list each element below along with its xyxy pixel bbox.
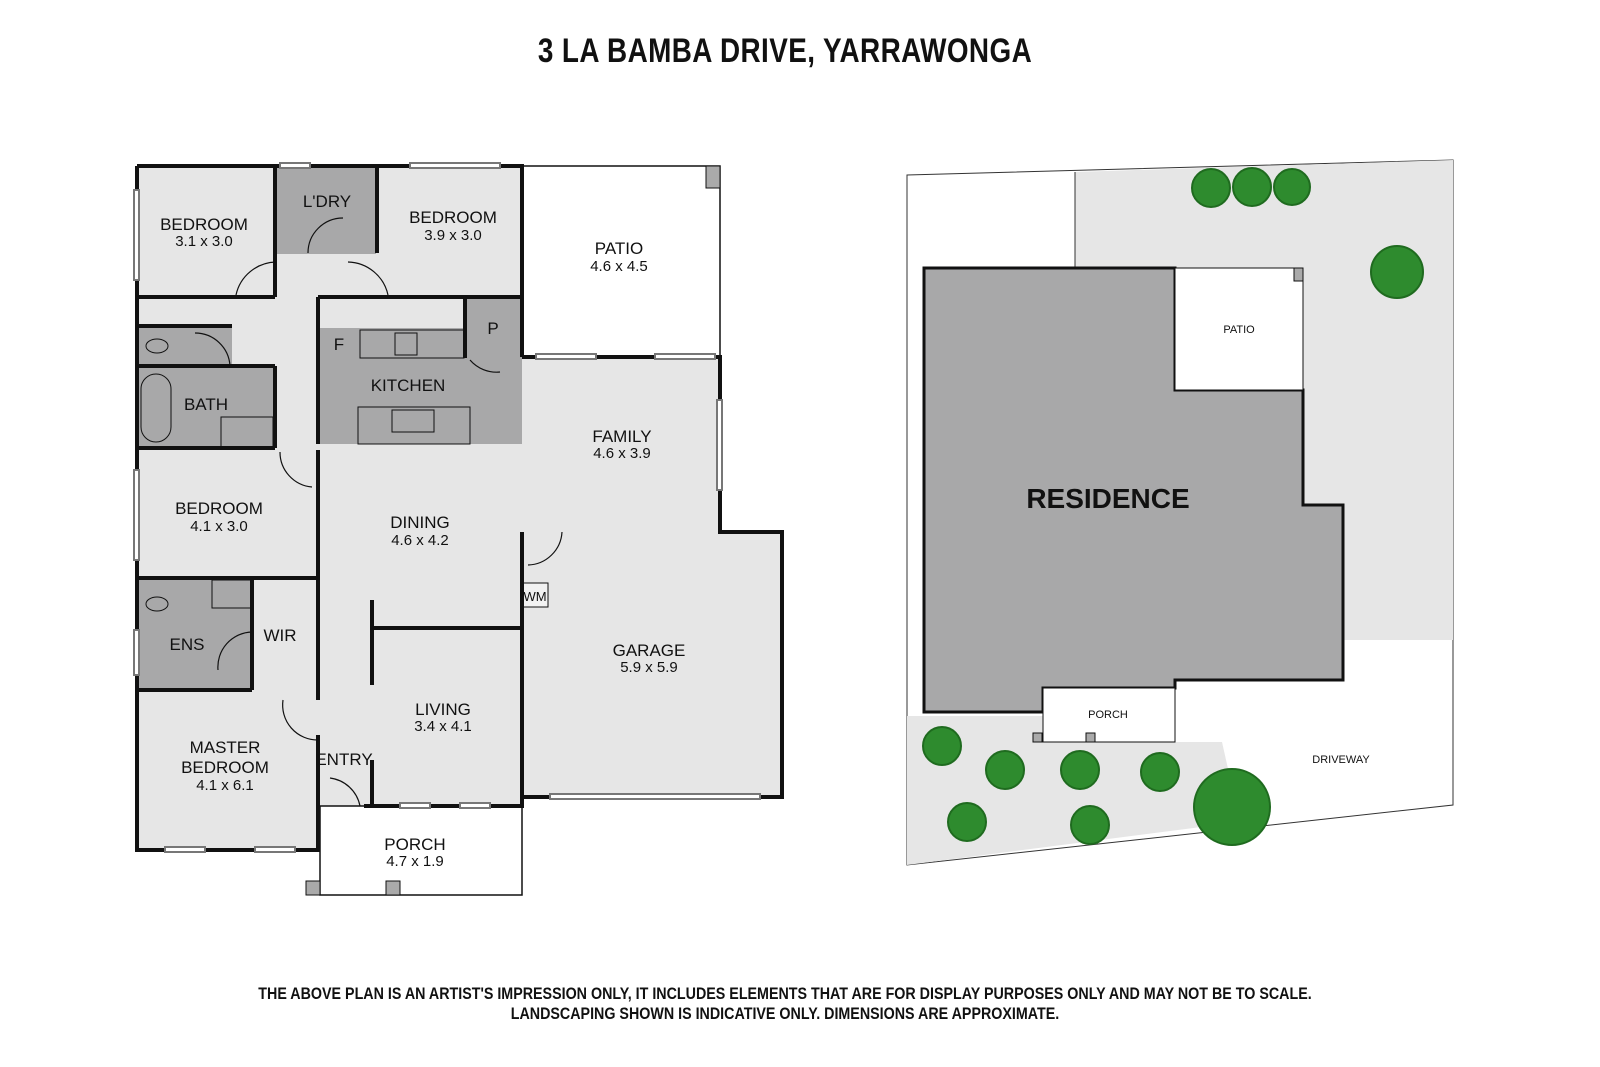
floor-plan-labels: BEDROOM 3.1 x 3.0 L'DRY BEDROOM 3.9 x 3.… — [160, 192, 685, 870]
family-floor — [522, 357, 720, 532]
toilet-icon — [145, 338, 169, 354]
room-label-dining: DINING — [390, 513, 450, 532]
tree-icon — [1370, 245, 1424, 299]
bath-floor — [138, 366, 275, 448]
floor-plan — [133, 162, 784, 896]
room-label-washing-machine: WM — [523, 589, 546, 604]
windows — [133, 162, 761, 853]
tree-icon — [1191, 168, 1231, 208]
tree-icon — [1060, 750, 1100, 790]
master-floor-ext — [137, 806, 318, 850]
tree-icon — [1140, 752, 1180, 792]
tree-icon — [1232, 167, 1272, 207]
tree-icon — [1273, 168, 1311, 206]
room-label-laundry: L'DRY — [303, 192, 351, 211]
porch-post — [1032, 732, 1043, 743]
tree-icon — [1070, 805, 1110, 845]
room-dims-bedroom: 3.9 x 3.0 — [424, 227, 482, 244]
ensuite-floor — [138, 580, 252, 688]
patio-area — [521, 165, 721, 358]
site-porch — [1042, 687, 1176, 743]
washing-machine-box — [521, 582, 549, 608]
trees — [922, 167, 1424, 846]
room-label-master-bedroom: BEDROOM — [181, 758, 269, 777]
room-label-wir: WIR — [263, 626, 296, 645]
garage-floor — [522, 532, 782, 797]
room-label-pantry: P — [487, 319, 498, 338]
room-label-fridge: F — [334, 335, 344, 354]
room-label-bedroom: BEDROOM — [175, 499, 263, 518]
toilet-icon — [145, 596, 169, 612]
bathtub-icon — [140, 373, 172, 443]
site-label-residence: RESIDENCE — [1026, 483, 1189, 514]
toilet-floor — [138, 326, 232, 366]
house-floor — [137, 166, 522, 806]
tree-icon — [1193, 768, 1271, 846]
pantry-floor — [465, 298, 522, 358]
walls — [135, 164, 784, 852]
room-label-living: LIVING — [415, 700, 471, 719]
room-label-porch: PORCH — [384, 835, 445, 854]
wet-areas — [138, 168, 522, 688]
room-dims-garage: 5.9 x 5.9 — [620, 659, 678, 676]
room-dims-dining: 4.6 x 4.2 — [391, 532, 449, 549]
site-plan: RESIDENCE PATIO PORCH DRIVEWAY — [906, 159, 1454, 866]
site-label-patio: PATIO — [1223, 324, 1255, 336]
room-dims-family: 4.6 x 3.9 — [593, 445, 651, 462]
site-label-porch: PORCH — [1088, 709, 1128, 721]
room-label-bedroom: BEDROOM — [160, 215, 248, 234]
room-dims-patio: 4.6 x 4.5 — [590, 258, 648, 275]
tree-icon — [947, 802, 987, 842]
tree-icon — [922, 726, 962, 766]
room-dims-bedroom: 4.1 x 3.0 — [190, 518, 248, 535]
room-label-garage: GARAGE — [613, 641, 686, 660]
doors — [194, 217, 563, 807]
porch-post — [305, 880, 321, 896]
patio-post — [1293, 267, 1304, 282]
rear-yard — [924, 160, 1453, 640]
room-label-family: FAMILY — [592, 427, 651, 446]
room-label-entry: ENTRY — [315, 750, 372, 769]
room-dims-living: 3.4 x 4.1 — [414, 718, 472, 735]
site-patio — [1174, 267, 1304, 391]
tree-icon — [985, 750, 1025, 790]
room-dims-porch: 4.7 x 1.9 — [386, 853, 444, 870]
disclaimer-line-1: THE ABOVE PLAN IS AN ARTIST'S IMPRESSION… — [258, 984, 1312, 1003]
room-label-master: MASTER — [190, 738, 261, 757]
sink-icon — [391, 409, 435, 433]
disclaimer-line-2: LANDSCAPING SHOWN IS INDICATIVE ONLY. DI… — [510, 1004, 1060, 1023]
page-title: 3 LA BAMBA DRIVE, YARRAWONGA — [537, 32, 1033, 70]
room-dims-master: 4.1 x 6.1 — [196, 777, 254, 794]
kitchen-island — [357, 406, 471, 445]
site-label-driveway: DRIVEWAY — [1312, 754, 1370, 766]
laundry-floor — [276, 168, 376, 254]
porch-post — [1085, 732, 1096, 743]
room-label-ensuite: ENS — [170, 635, 205, 654]
room-dims-bedroom: 3.1 x 3.0 — [175, 233, 233, 250]
room-label-bedroom: BEDROOM — [409, 208, 497, 227]
room-label-patio: PATIO — [595, 239, 644, 258]
porch-post — [385, 880, 401, 896]
patio-post — [705, 165, 721, 189]
kitchen-bench — [359, 329, 465, 359]
room-label-bath: BATH — [184, 395, 228, 414]
cooktop-icon — [394, 332, 418, 356]
room-label-kitchen: KITCHEN — [371, 376, 446, 395]
